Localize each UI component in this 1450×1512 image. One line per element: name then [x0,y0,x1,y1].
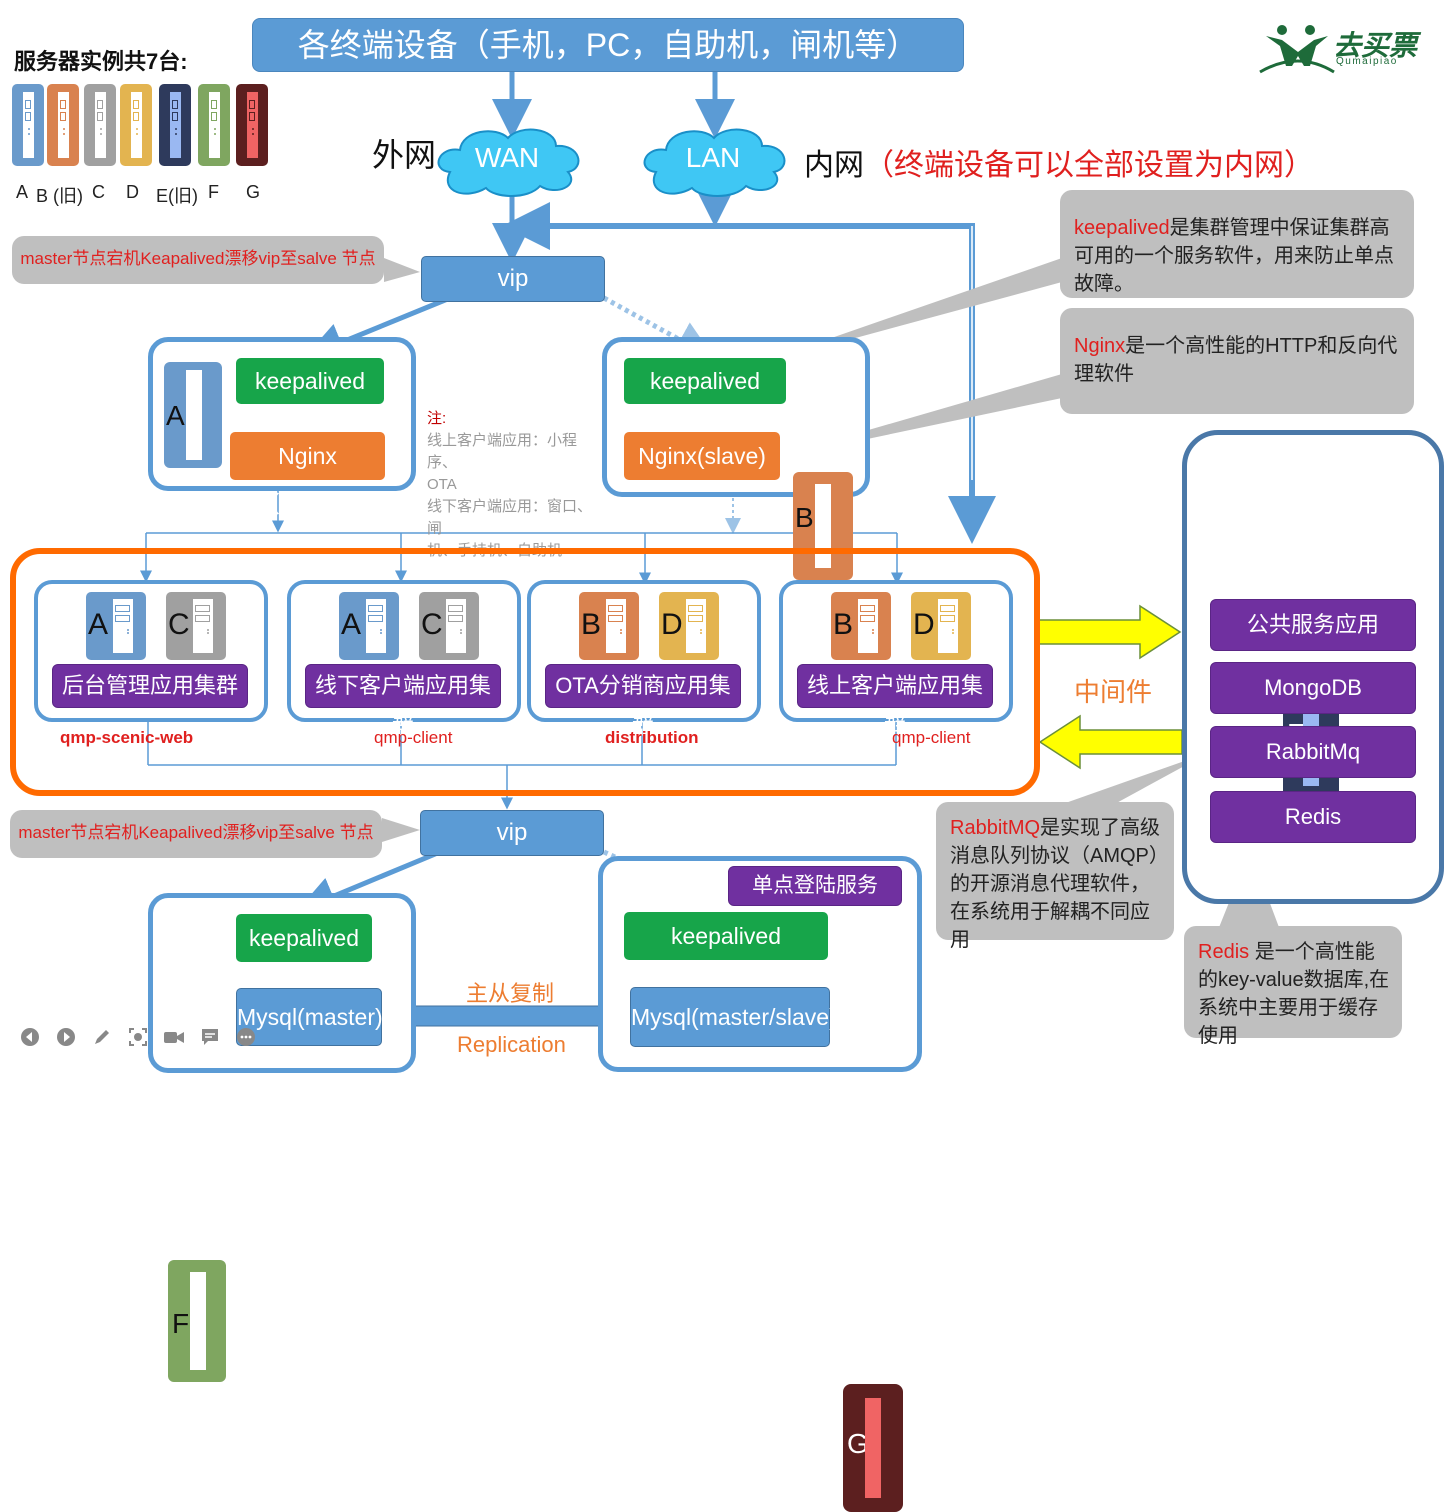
server-e-icon [159,84,191,166]
server-a-icon: A [164,362,222,468]
server-b-icon: B [793,472,853,580]
bottom-vip-node[interactable]: vip [420,810,604,856]
server-c-icon: C [419,592,479,660]
cluster-name: 线上客户端应用集群 [797,664,993,740]
rabbitmq-desc: 是实现了高级消息队列协议（AMQP）的开源消息代理软件，在系统用于解耦不同应用 [950,817,1161,951]
redis-explanation: Redis 是一个高性能的key-value数据库,在系统中主要用于缓存使用 [1184,926,1402,1047]
server-legend-label: A [16,182,29,202]
server-d-icon [120,84,152,166]
comment-icon[interactable] [198,1025,222,1049]
rabbitmq-explanation: RabbitMQ是实现了高级消息队列协议（AMQP）的开源消息代理软件，在系统用… [936,802,1174,951]
cluster-tag: qmp-client [374,728,453,747]
mysql-slave[interactable]: Mysql(master/slave) [630,987,837,1047]
pen-icon[interactable] [90,1025,114,1049]
focus-icon[interactable] [126,1025,150,1049]
server-f-icon [198,84,230,166]
middleware-service[interactable]: MongoDB [1210,662,1416,714]
presentation-toolbar [18,1025,258,1049]
redis-term: Redis [1198,941,1250,963]
camera-icon[interactable] [162,1025,186,1049]
mysql-master[interactable]: Mysql(master) [236,988,383,1046]
cluster-name: 后台管理应用集群 [52,664,248,708]
keepalived-db-slave[interactable]: keepalived [624,912,828,960]
server-legend-label: G [246,182,261,202]
logo-name: 去买票 [1333,30,1418,61]
note-line: 线下客户端应用：窗口、闸 [427,498,593,537]
redis-desc: 是一个高性能的key-value数据库,在系统中主要用于缓存使用 [1198,941,1390,1047]
server-legend-label: D [126,182,139,202]
cluster-name: OTA分销商应用集群 [545,664,741,740]
server-d-icon: D [659,592,719,660]
to-middleware-arrow [1037,604,1182,660]
replication-cn-label: 主从复制 [466,981,555,1006]
middleware-label: 中间件 [1074,677,1153,707]
keepalived-term: keepalived [1074,217,1170,239]
top-vip-node[interactable]: vip [421,256,605,302]
server-a-icon: A [339,592,399,660]
bottom-failover-callout: master节点宕机Keapalived漂移vip至salve 节点 [10,810,382,858]
lan-label-row: 内网（终端设备可以全部设置为内网） [804,140,1314,184]
nginx-desc: 是一个高性能的HTTP和反向代理软件 [1074,335,1398,385]
server-g-icon [236,84,268,166]
wan-cloud-label: WAN [474,142,540,173]
server-a-icon [12,84,44,166]
lan-cloud-label: LAN [685,142,741,173]
keepalived-desc: 是集群管理中保证集群高可用的一个服务软件，用来防止单点故障。 [1074,217,1394,295]
middleware-service[interactable]: 公共服务应用 [1210,599,1416,651]
cluster-name: 线下客户端应用集群 [305,664,501,740]
prev-icon[interactable] [18,1025,42,1049]
server-d-icon: D [911,592,971,660]
server-legend-label: F [208,182,219,202]
note-line: 线上客户端应用：小程序、 [427,432,578,471]
keepalived-db-master[interactable]: keepalived [236,914,372,962]
sso-service[interactable]: 单点登陆服务 [728,866,902,906]
from-middleware-arrow [1038,714,1183,770]
more-icon[interactable] [234,1025,258,1049]
nginx-slave[interactable]: Nginx(slave) [624,432,780,480]
keepalived-master[interactable]: keepalived [236,358,384,404]
cluster-tag: qmp-client [892,728,971,747]
keepalived-explanation: keepalived是集群管理中保证集群高可用的一个服务软件，用来防止单点故障。 [1060,190,1414,298]
server-c-icon [84,84,116,166]
server-legend-label: E(旧) [156,186,198,206]
nginx-term: Nginx [1074,335,1126,357]
logo-subtitle: Qumaipiao [1336,56,1398,67]
server-a-icon: A [86,592,146,660]
server-b-icon [47,84,79,166]
keepalived-slave[interactable]: keepalived [624,358,786,404]
middleware-service[interactable]: Redis [1210,791,1416,843]
wan-label: 外网 [372,137,437,173]
server-legend-label: B (旧) [36,186,83,206]
nginx-explanation: Nginx是一个高性能的HTTP和反向代理软件 [1060,308,1414,414]
nginx-master[interactable]: Nginx（master) [230,432,385,517]
server-g-icon: G [843,1384,903,1512]
rabbitmq-term: RabbitMQ [950,817,1041,839]
server-f-icon: F [168,1260,226,1382]
application-layer-frame [10,548,1040,796]
logo-icon [1259,25,1335,74]
client-note: 注: 线上客户端应用：小程序、 OTA 线下客户端应用：窗口、闸 机、手持机、自… [427,408,597,562]
top-failover-callout: master节点宕机Keapalived漂移vip至salve 节点 [12,236,384,284]
server-count-title: 服务器实例共7台: [14,49,188,74]
middleware-service[interactable]: RabbitMq [1210,726,1416,778]
terminal-devices-banner: 各终端设备（手机，PC，自助机，闸机等） [252,18,964,72]
cluster-tag: qmp-scenic-web [60,728,194,747]
cluster-tag: distribution [605,728,699,747]
lan-note: （终端设备可以全部设置为内网） [864,149,1314,182]
server-legend-label: C [92,182,105,202]
server-c-icon: C [166,592,226,660]
replication-en-label: Replication [457,1032,566,1057]
lan-label: 内网 [804,149,864,182]
note-line: OTA [427,476,457,493]
server-b-icon: B [831,592,891,660]
note-title: 注: [427,410,447,427]
server-b-icon: B [579,592,639,660]
next-icon[interactable] [54,1025,78,1049]
